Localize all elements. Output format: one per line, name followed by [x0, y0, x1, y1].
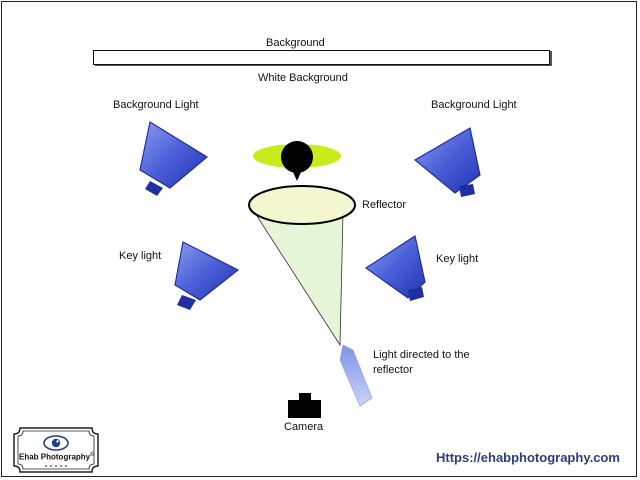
background-light-left-icon [139, 121, 209, 196]
subject-icon [253, 141, 341, 181]
reflector-icon [248, 185, 356, 225]
camera-label: Camera [284, 421, 324, 433]
torch-light-icon [339, 344, 373, 407]
eye-icon [43, 435, 69, 451]
white-background-label: White Background [258, 72, 348, 84]
key-light-left-icon [174, 241, 240, 310]
camera-icon [288, 393, 321, 418]
key-light-left-label: Key light [119, 250, 162, 262]
light-directed-label: Light directed to the reflector [373, 349, 470, 376]
key-light-right-label: Key light [436, 253, 479, 265]
rating-dots [45, 465, 67, 467]
background-light-right-icon [413, 127, 481, 197]
logo-badge [13, 427, 99, 473]
key-light-right-icon [364, 235, 426, 301]
website-url[interactable]: Https://ehabphotography.com [436, 450, 620, 465]
light-beam [254, 212, 344, 347]
background-light-left-label: Background Light [113, 99, 199, 111]
reflector-label: Reflector [362, 199, 407, 211]
logo-text: Ehab Photography© [19, 452, 95, 462]
background-backdrop [93, 50, 550, 65]
background-light-right-label: Background Light [431, 99, 517, 111]
background-label: Background [266, 37, 325, 49]
